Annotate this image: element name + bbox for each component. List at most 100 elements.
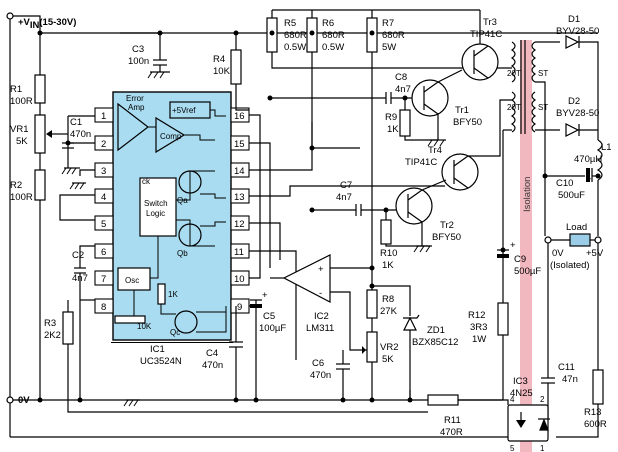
r3-ref: R3 [44, 318, 56, 329]
ic2-ref: IC2 [314, 311, 329, 322]
zd1-val: BZX85C12 [412, 337, 458, 348]
ic1-pin-box [94, 270, 114, 286]
vin-range: (15-30V) [39, 17, 76, 28]
ic1-pin-number: 5 [101, 219, 106, 230]
c10-plus: + [586, 174, 592, 185]
r5-ref: R5 [284, 18, 296, 29]
ic1-pin-number: 4 [101, 192, 106, 203]
l1-ref: L1 [601, 142, 612, 153]
ic1-pin-box [94, 215, 114, 231]
ic1-1k: 1K [168, 290, 178, 299]
tr3-transistor [461, 10, 499, 81]
ground-symbol-2 [69, 182, 86, 190]
r11-ref: R11 [444, 415, 461, 426]
r13-resistor [556, 243, 604, 438]
c7-capacitor [312, 204, 396, 216]
tr4-transistor [441, 99, 512, 191]
c4-ref: C4 [206, 348, 218, 359]
c5-capacitor [250, 299, 262, 400]
c2-val: 4n7 [72, 273, 88, 284]
vr2-val: 5K [382, 354, 394, 365]
tr1-ref: Tr1 [455, 105, 469, 116]
c7-val: 4n7 [336, 192, 352, 203]
vin-label: +VIN(15-30V) [18, 17, 76, 31]
c10-val: 500uF [558, 190, 585, 201]
load-neg: 0V [552, 248, 564, 259]
c1-ref: C1 [70, 117, 82, 128]
ic1-switch-logic-l1: Switch [144, 199, 168, 208]
ic2-val: LM311 [306, 323, 334, 334]
r5-val: 680R [284, 30, 307, 41]
c8-capacitor [270, 92, 412, 104]
ic1-pin-number: 3 [101, 166, 106, 177]
ic1-qb: Qb [177, 249, 188, 258]
c5-val: 100µF [259, 323, 286, 334]
ic1-pin-number: 16 [234, 111, 245, 122]
ic1-pin-number: 6 [101, 247, 106, 258]
isolation-band [520, 40, 532, 452]
ic1-ref: IC1 [150, 344, 165, 355]
xfmr-t2: 20T [507, 103, 521, 112]
c10-ref: C10 [556, 178, 573, 189]
c7-ref: C7 [340, 180, 352, 191]
c8-ref: C8 [395, 72, 407, 83]
input-divider [34, 33, 68, 400]
r3-val: 2K2 [44, 330, 61, 341]
r7-ref: R7 [382, 18, 394, 29]
c10-capacitor [545, 168, 598, 182]
ic1-osc: Osc [125, 276, 139, 285]
c11-ref: C11 [558, 362, 575, 373]
load-output [544, 233, 602, 247]
c6-capacitor [336, 350, 350, 400]
ic3-ref: IC3 [513, 376, 528, 387]
c3-ref: C3 [132, 44, 144, 55]
opto-pin-4: 4 [510, 395, 515, 404]
r6-rating: 0.5W [322, 42, 344, 53]
r10-ref: R10 [380, 248, 397, 259]
ic1-pin-box [94, 107, 114, 123]
c6-ref: C6 [312, 358, 324, 369]
zd1-zener [372, 285, 420, 400]
c2-ref: C2 [72, 250, 84, 261]
d1-val: BYV28-50 [556, 26, 599, 37]
d1-ref: D1 [568, 14, 580, 25]
ic1-part: UC3524N [140, 356, 182, 367]
r9-ref: R9 [385, 112, 397, 123]
c6-val: 470n [310, 370, 331, 381]
c4-val: 470n [202, 360, 223, 371]
vr1-ref: VR1 [10, 124, 28, 135]
c8-val: 4n7 [395, 84, 411, 95]
c4-capacitor [229, 306, 243, 400]
r1-val: 100R [10, 96, 33, 107]
r6-ref: R6 [322, 18, 334, 29]
l1-inductor [596, 139, 603, 236]
ic2-plus: + [318, 264, 324, 275]
r4-val: 10K [213, 66, 231, 77]
tr2-transistor [395, 179, 447, 246]
vr2-potentiometer [362, 331, 378, 400]
ic1-pin-number: 7 [101, 274, 106, 285]
ground-symbol [123, 399, 140, 407]
ic1-vref: +5Vref [172, 106, 196, 115]
ic1-switch-logic-l2: Logic [146, 209, 165, 218]
opto-pin-1: 1 [540, 444, 545, 452]
ic1-internals [114, 101, 227, 334]
ic1-qc: Qc [170, 328, 180, 337]
ic1-external-wiring [59, 114, 445, 360]
junction-dots [37, 30, 601, 403]
d2-diode [565, 123, 598, 137]
ground-label: 0V [18, 395, 30, 406]
c2-capacitor [74, 245, 95, 400]
ic1-pin-number: 9 [237, 302, 242, 313]
r12-val: 3R3 [470, 322, 487, 333]
tr4-ref: Tr4 [428, 145, 442, 156]
r2-val: 100R [10, 192, 33, 203]
r13-ref: R13 [584, 407, 601, 418]
r12-ref: R12 [468, 310, 485, 321]
vr1-val: 5K [16, 136, 28, 147]
ic2-comparator [270, 254, 372, 351]
c9-val: 500µF [514, 266, 541, 277]
r6-val: 680R [322, 30, 345, 41]
ic1-pin-number: 2 [101, 139, 106, 150]
r8-ref: R8 [382, 294, 394, 305]
